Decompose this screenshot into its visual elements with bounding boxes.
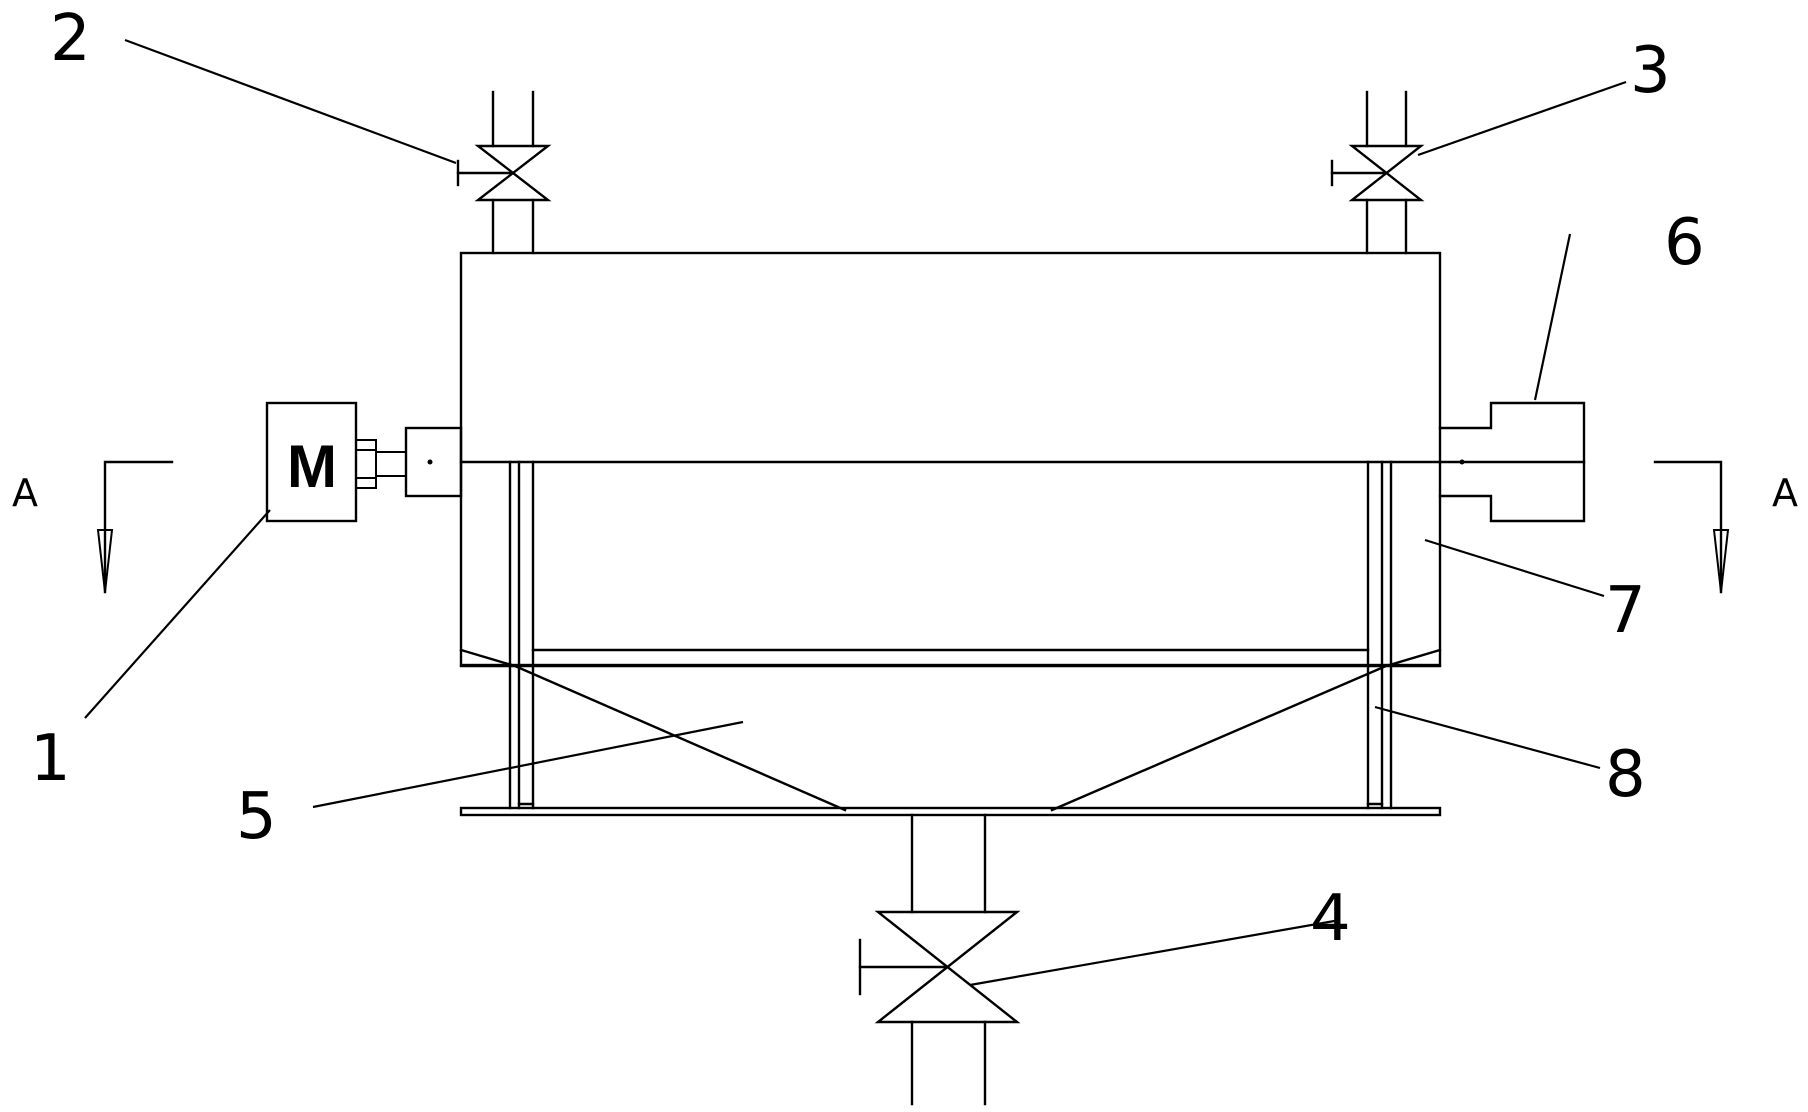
inlet-valve-left [456,90,552,255]
motor-symbol: M [287,433,337,500]
section-line [1653,460,1723,594]
part-number-5: 5 [236,780,277,854]
base-plate [459,806,1442,817]
part-number-6: 6 [1664,206,1705,280]
bearing-housing-left [404,426,463,498]
drain-valve [858,813,1021,1106]
part-number-3: 3 [1630,34,1671,108]
section-label: A [12,471,38,515]
leader-1 [84,509,271,719]
section-arrow [1712,529,1730,593]
section-arrow [96,529,114,593]
leader-lines [84,38,1627,987]
tank-body [459,251,1442,667]
part-number-4: 4 [1310,882,1351,956]
hopper [459,648,1442,812]
part-numbers: 2 3 6 7 8 1 5 4 [30,2,1705,956]
tank-outline [459,251,1442,667]
bearing-housing-right [1438,401,1586,523]
section-label: A [1772,471,1798,515]
leader-4 [969,918,1341,987]
leader-5 [312,720,744,809]
motor-coupling [355,439,377,489]
section-marker-right: A [1653,460,1798,594]
motor: M [265,401,463,523]
leader-7 [1424,538,1605,598]
part-number-7: 7 [1605,574,1646,648]
part-number-1: 1 [30,722,71,796]
support-columns [508,460,1393,810]
section-marker-left: A [12,460,174,594]
leader-6 [1533,233,1572,401]
leader-8 [1374,705,1601,770]
part-number-8: 8 [1605,738,1646,812]
leader-2 [124,38,457,165]
valve-body [1348,144,1425,202]
inlet-valve-right [1330,90,1425,255]
coupling-shaft [375,451,407,477]
leader-3 [1417,80,1627,157]
section-line [103,460,174,594]
valve-body [474,144,552,202]
part-number-2: 2 [50,2,91,76]
shaft-center-mark [427,459,433,465]
